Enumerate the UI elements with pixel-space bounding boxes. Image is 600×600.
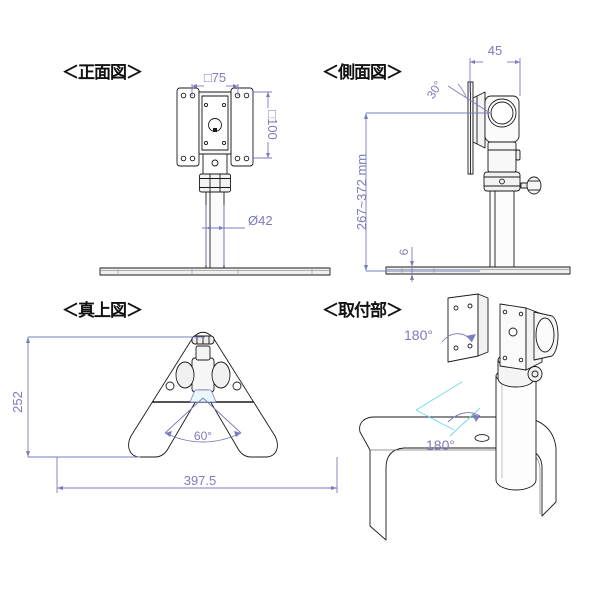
height-clamp (483, 171, 521, 192)
dim-swivel-angle: 60° (194, 429, 212, 443)
support-pole-iso (495, 375, 537, 491)
dim-vesa-width: □75 (204, 70, 226, 85)
dim-pole-diameter: Ø42 (248, 213, 273, 228)
top-view-title: ＜真上図＞ (62, 301, 143, 321)
support-pole (489, 190, 515, 268)
dim-vesa-height: □100 (265, 110, 280, 140)
side-view-title: ＜側面図＞ (322, 63, 403, 83)
dim-base-width: 397.5 (184, 473, 217, 488)
vesa-plate-detached (447, 293, 479, 363)
side-view: 45 30° 267~372 mm 6 (330, 0, 600, 290)
screw-hole-right (232, 381, 242, 391)
dim-rotation-lower: 180° (426, 437, 455, 453)
front-view: □75 □100 Ø42 (0, 0, 331, 290)
dim-rotation-upper: 180° (404, 327, 433, 343)
dim-base-thickness: 6 (397, 248, 411, 255)
dim-tilt-angle: 30° (424, 78, 446, 101)
screw-hole-a (474, 434, 490, 442)
lock-knob (526, 176, 542, 195)
dim-base-depth: 252 (10, 391, 25, 413)
height-clamp (199, 173, 231, 193)
mount-view-title: ＜取付部＞ (322, 301, 403, 321)
front-view-title: ＜正面図＞ (62, 63, 143, 83)
collar-knob (527, 366, 543, 382)
tilt-pivot (487, 98, 517, 128)
dim-head-offset: 45 (488, 43, 502, 58)
swivel-collar (487, 141, 517, 173)
support-pole (205, 191, 225, 269)
vesa-left-plate (176, 87, 200, 167)
head-body-top (191, 357, 215, 393)
vesa-right-plate (230, 87, 254, 167)
tilt-bracket (472, 91, 486, 149)
top-view: 252 397.5 60° (0, 290, 338, 520)
neck-block (202, 153, 228, 175)
dim-height-range: 267~372 mm (354, 154, 369, 230)
base-plate (99, 267, 331, 276)
screw-hole-left (165, 381, 175, 391)
mount-detail-view: 180° 180° (330, 290, 600, 590)
base-plate (385, 266, 571, 275)
